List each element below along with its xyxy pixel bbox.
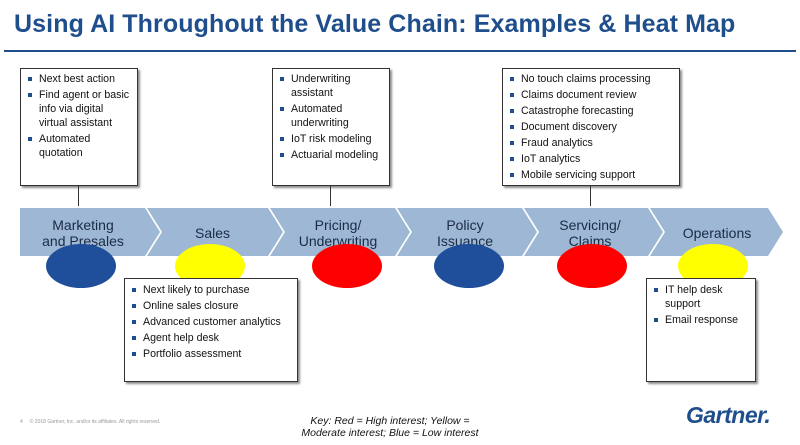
marketing-examples-box: Next best action Find agent or basic inf… <box>20 68 138 186</box>
gartner-logo: Gartner. <box>686 402 771 428</box>
list-item: Document discovery <box>509 120 675 134</box>
operations-examples-list: IT help desk support Email response <box>653 283 751 327</box>
list-item: Catastrophe forecasting <box>509 104 675 118</box>
page-number: 4 <box>20 419 23 425</box>
list-item: No touch claims processing <box>509 72 675 86</box>
list-item: IT help desk support <box>653 283 751 311</box>
list-item: Mobile servicing support <box>509 168 675 182</box>
pricing-examples-box: Underwriting assistant Automated underwr… <box>272 68 390 186</box>
list-item: Email response <box>653 313 751 327</box>
list-item: Advanced customer analytics <box>131 315 293 329</box>
slide-title: Using AI Throughout the Value Chain: Exa… <box>14 10 736 38</box>
servicing-connector <box>590 186 591 206</box>
interest-dot-marketing <box>46 244 116 288</box>
interest-dot-pricing <box>312 244 382 288</box>
pricing-connector <box>330 186 331 206</box>
list-item: IoT analytics <box>509 152 675 166</box>
chevron-policy <box>397 208 537 256</box>
stage-label-sales: Sales <box>194 225 231 241</box>
copyright-text: © 2018 Gartner, Inc. and/or its affiliat… <box>29 419 161 425</box>
title-underline <box>4 50 796 52</box>
marketing-connector <box>78 186 79 206</box>
chevron-pricing <box>270 208 410 256</box>
servicing-examples-box: No touch claims processing Claims docume… <box>502 68 680 186</box>
chevron-marketing <box>20 208 160 256</box>
chevron-operations <box>650 208 783 256</box>
pricing-examples-list: Underwriting assistant Automated underwr… <box>279 72 385 162</box>
interest-dot-policy <box>434 244 504 288</box>
list-item: Find agent or basic info via digital vir… <box>27 88 133 130</box>
list-item: Claims document review <box>509 88 675 102</box>
color-key: Key: Red = High interest; Yellow = Moder… <box>270 415 510 439</box>
stage-label-operations: Operations <box>682 225 752 241</box>
list-item: Automated quotation <box>27 132 133 160</box>
sales-examples-box: Next likely to purchase Online sales clo… <box>124 278 298 382</box>
chevron-servicing <box>524 208 663 256</box>
list-item: Underwriting assistant <box>279 72 385 100</box>
list-item: Next best action <box>27 72 133 86</box>
operations-examples-box: IT help desk support Email response <box>646 278 756 382</box>
copyright-footnote: 4 © 2018 Gartner, Inc. and/or its affili… <box>20 419 160 425</box>
sales-examples-list: Next likely to purchase Online sales clo… <box>131 283 293 361</box>
list-item: Fraud analytics <box>509 136 675 150</box>
list-item: Actuarial modeling <box>279 148 385 162</box>
key-line-1: Key: Red = High interest; Yellow = <box>310 415 470 427</box>
marketing-examples-list: Next best action Find agent or basic inf… <box>27 72 133 160</box>
chevron-sales <box>147 208 283 256</box>
servicing-examples-list: No touch claims processing Claims docume… <box>509 72 675 182</box>
interest-dot-servicing <box>557 244 627 288</box>
list-item: Online sales closure <box>131 299 293 313</box>
list-item: Agent help desk <box>131 331 293 345</box>
list-item: IoT risk modeling <box>279 132 385 146</box>
key-line-2: Moderate interest; Blue = Low interest <box>301 427 479 439</box>
list-item: Portfolio assessment <box>131 347 293 361</box>
list-item: Next likely to purchase <box>131 283 293 297</box>
list-item: Automated underwriting <box>279 102 385 130</box>
